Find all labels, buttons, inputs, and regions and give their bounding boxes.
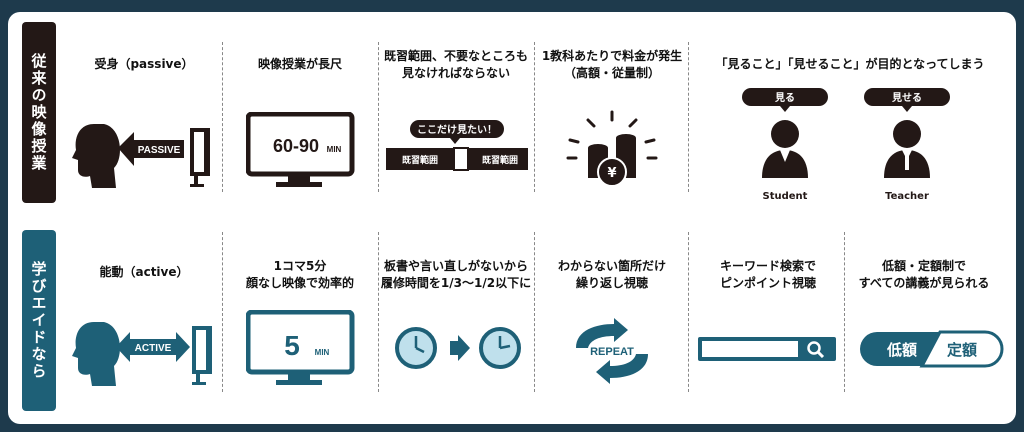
bar-left: 既習範囲: [402, 154, 438, 166]
caption-passive: 受身（passive）: [94, 57, 194, 71]
repeat-label: REPEAT: [590, 346, 634, 358]
caption-active: 能動（active）: [99, 265, 189, 279]
separator: [534, 232, 535, 392]
long-unit: MIN: [327, 145, 342, 154]
pricing-pill-icon: 低額 定額: [860, 330, 1004, 368]
clocks-icon: [395, 327, 521, 369]
short-unit: MIN: [315, 348, 330, 357]
teacher-label: Teacher: [885, 191, 929, 202]
student-label: Student: [763, 191, 808, 202]
pill-right: 定額: [947, 341, 977, 359]
student-teacher-icon: 見る Student 見せる Teacher: [742, 88, 950, 202]
coins-icon: ¥: [566, 110, 658, 187]
pill-left: 低額: [886, 341, 917, 359]
caption-long-video: 映像授業が長尺: [257, 57, 342, 71]
video-bar-icon: ここだけ見たい！ 既習範囲 既習範囲: [386, 120, 528, 171]
active-icon: ACTIVE: [72, 322, 212, 386]
teacher-bubble: 見せる: [891, 92, 922, 104]
passive-label: PASSIVE: [138, 145, 181, 156]
caption-search: キーワード検索で ピンポイント視聴: [719, 259, 816, 290]
side-label-traditional: 従来の映像授業: [22, 22, 56, 203]
yen-symbol: ¥: [607, 166, 616, 181]
caption-efficient: 板書や言い直しがないから 履修時間を1/3〜1/2以下に: [380, 259, 532, 290]
separator: [222, 232, 223, 392]
caption-purpose: 「見ること」「見せること」が目的となってしまう: [715, 57, 985, 71]
separator: [378, 232, 379, 392]
caption-fees: 1教科あたりで料金が発生 （高額・従量制）: [541, 49, 683, 80]
caption-short-video: 1コマ5分 顔なし映像で効率的: [245, 259, 354, 290]
student-bubble: 見る: [774, 92, 795, 104]
separator: [688, 42, 689, 192]
teacher-figure: [884, 120, 930, 178]
separator: [222, 42, 223, 192]
search-bar[interactable]: [698, 337, 836, 361]
caption-repeat: わからない箇所だけ 繰り返し視聴: [557, 259, 666, 290]
bar-right: 既習範囲: [482, 154, 518, 166]
monitor-short-icon: 5 MIN: [246, 310, 355, 385]
passive-icon: PASSIVE: [72, 124, 210, 188]
separator: [844, 232, 845, 392]
repeat-icon: REPEAT: [576, 318, 648, 384]
separator: [534, 42, 535, 192]
long-duration: 60-90: [273, 136, 319, 156]
search-input[interactable]: [702, 341, 798, 357]
student-figure: [762, 120, 808, 178]
separator: [688, 232, 689, 392]
short-duration: 5: [284, 330, 300, 361]
separator: [378, 42, 379, 192]
active-label: ACTIVE: [135, 343, 172, 354]
monitor-long-icon: 60-90 MIN: [246, 112, 355, 187]
side-label-manabi: 学びエイドなら: [22, 230, 56, 411]
caption-flat-rate: 低額・定額制で すべての講義が見られる: [858, 259, 990, 290]
caption-scope: 既習範囲、不要なところも 見なければならない: [383, 49, 528, 80]
search-icon[interactable]: [806, 340, 826, 358]
bubble-text: ここだけ見たい！: [417, 124, 497, 136]
